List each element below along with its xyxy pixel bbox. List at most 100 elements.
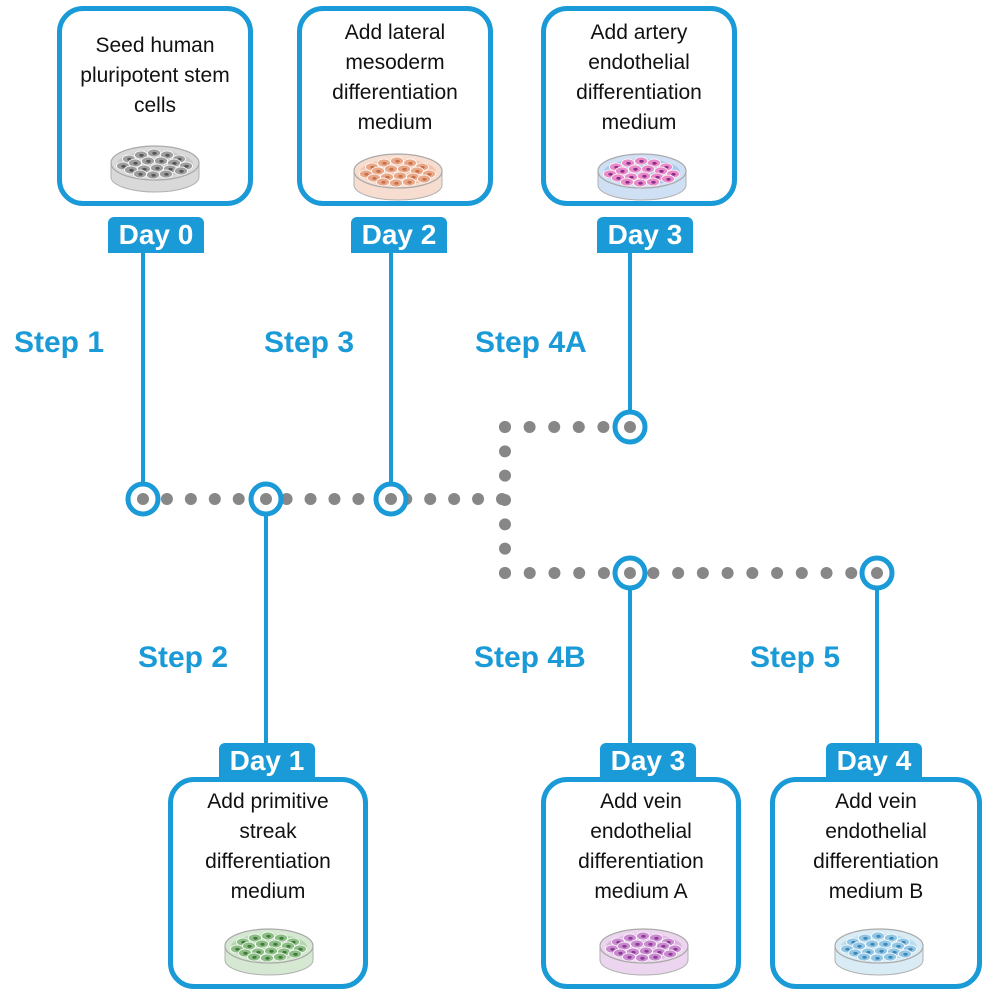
timeline-node-center [137, 493, 149, 505]
card-day1: Add primitive streak differentiation med… [168, 777, 368, 989]
timeline-dot [499, 567, 511, 579]
timeline-dot [771, 567, 784, 579]
timeline-node-center [871, 567, 883, 579]
cell-nucleus [870, 942, 875, 946]
cell-nucleus [654, 936, 659, 940]
cell-nucleus [402, 167, 407, 171]
timeline-node-center [260, 493, 272, 505]
timeline-dot [795, 567, 808, 579]
day-badge-day0: Day 0 [108, 217, 204, 253]
card-day0: Seed human pluripotent stem cells [57, 6, 253, 206]
card-day2: Add lateral mesoderm differentiation med… [297, 6, 493, 206]
petri-dish-icon [834, 928, 924, 976]
cell-nucleus [646, 167, 651, 171]
cell-nucleus [376, 169, 381, 173]
card-text-day3-artery: Add artery endothelial differentiation m… [576, 21, 702, 134]
cell-nucleus [640, 956, 645, 960]
timeline-dot [448, 493, 461, 505]
cell-nucleus [253, 936, 258, 940]
cell-nucleus [644, 949, 649, 953]
cell-nucleus [133, 161, 138, 165]
cell-nucleus [372, 176, 377, 180]
cell-nucleus [635, 942, 640, 946]
cell-nucleus [608, 172, 613, 176]
cell-nucleus [651, 180, 656, 184]
timeline-dot [328, 493, 341, 505]
timeline-dot [160, 493, 173, 505]
timeline-dot [548, 421, 561, 433]
cell-nucleus [666, 177, 671, 181]
cell-nucleus [155, 166, 160, 170]
cell-nucleus [862, 955, 867, 959]
cell-nucleus [395, 159, 400, 163]
cell-nucleus [863, 936, 868, 940]
cell-nucleus [139, 153, 144, 157]
cell-nucleus [845, 947, 850, 951]
step-label-5: Step 5 [750, 641, 841, 674]
timeline-node-center [385, 493, 397, 505]
cell-nucleus [415, 169, 420, 173]
cell-nucleus [631, 950, 636, 954]
petri-dish-icon [599, 928, 689, 976]
cell-nucleus [857, 944, 862, 948]
cell-nucleus [152, 151, 157, 155]
cell-nucleus [866, 950, 871, 954]
cell-nucleus [252, 955, 257, 959]
cell-nucleus [256, 950, 261, 954]
timeline-dot [208, 493, 221, 505]
cell-nucleus [184, 164, 189, 168]
card-text-day2: Add lateral mesoderm differentiation med… [332, 21, 458, 134]
cell-nucleus [422, 177, 427, 181]
cell-nucleus [652, 161, 657, 165]
cell-nucleus [398, 174, 403, 178]
cell-nucleus [642, 174, 647, 178]
day-badge-day1: Day 1 [219, 743, 315, 779]
cell-nucleus [394, 181, 399, 185]
timeline-dot [499, 518, 511, 531]
cell-nucleus [673, 947, 678, 951]
cell-nucleus [243, 951, 248, 955]
timeline-dot [721, 567, 734, 579]
cell-nucleus [896, 944, 901, 948]
card-text-day0: Seed human pluripotent stem cells [80, 34, 230, 117]
cell-nucleus [389, 167, 394, 171]
cell-nucleus [616, 176, 621, 180]
step-label-4b: Step 4B [474, 641, 586, 674]
timeline-dot [573, 567, 586, 579]
cell-nucleus [121, 164, 126, 168]
cell-nucleus [875, 956, 880, 960]
cell-nucleus [903, 952, 908, 956]
step-label-4a: Step 4A [475, 326, 587, 359]
cell-nucleus [879, 949, 884, 953]
cell-nucleus [659, 169, 664, 173]
cell-nucleus [282, 950, 287, 954]
cell-nucleus [381, 180, 386, 184]
timeline-dot [548, 567, 561, 579]
cell-nucleus [427, 172, 432, 176]
cell-nucleus [625, 180, 630, 184]
cell-nucleus [888, 955, 893, 959]
timeline-dot [424, 493, 437, 505]
timeline-dot [672, 567, 685, 579]
cell-nucleus [151, 173, 156, 177]
timeline-dot [499, 494, 511, 506]
cell-nucleus [278, 955, 283, 959]
card-day3-artery: Add artery endothelial differentiation m… [541, 6, 737, 206]
cell-nucleus [627, 955, 632, 959]
cell-nucleus [265, 956, 270, 960]
cell-nucleus [610, 947, 615, 951]
cell-nucleus [273, 942, 278, 946]
petri-dish-icon [353, 153, 443, 201]
cell-nucleus [146, 159, 151, 163]
cell-nucleus [260, 942, 265, 946]
cell-nucleus [385, 175, 390, 179]
cell-nucleus [235, 947, 240, 951]
timeline-dot [232, 493, 245, 505]
timeline-dot [499, 421, 511, 433]
cell-nucleus [639, 159, 644, 163]
cell-nucleus [883, 942, 888, 946]
cell-nucleus [408, 161, 413, 165]
cell-nucleus [671, 172, 676, 176]
cell-nucleus [279, 936, 284, 940]
